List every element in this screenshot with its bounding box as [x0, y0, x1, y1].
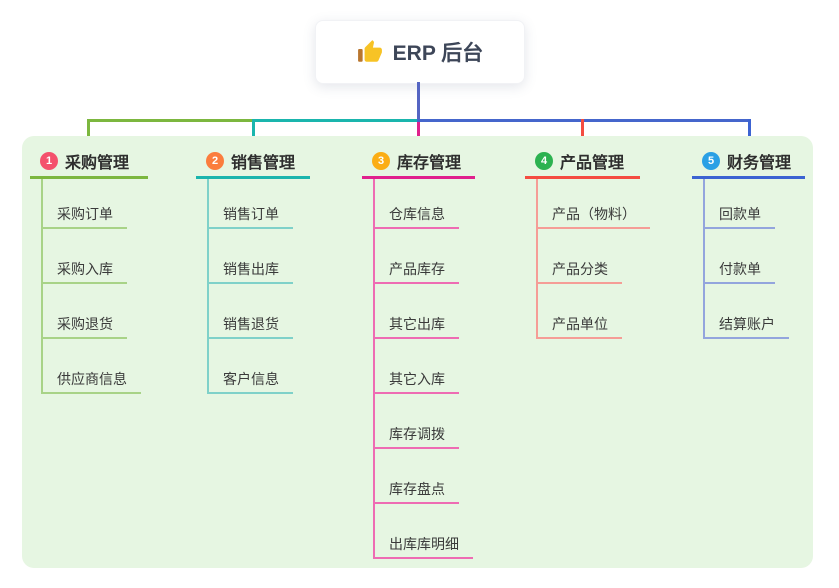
child-node[interactable]: 采购入库	[41, 255, 127, 284]
branch-spine	[207, 179, 209, 394]
branch-sales: 2 销售管理 销售订单销售出库销售退货客户信息	[196, 146, 310, 394]
branch-number-badge: 2	[206, 152, 224, 170]
child-node[interactable]: 仓库信息	[373, 200, 459, 229]
child-node[interactable]: 产品（物料）	[536, 200, 650, 229]
branch-inventory: 3 库存管理 仓库信息产品库存其它出库其它入库库存调拨库存盘点出库库明细	[362, 146, 475, 559]
child-node[interactable]: 出库库明细	[373, 530, 473, 559]
branch-purchase: 1 采购管理 采购订单采购入库采购退货供应商信息	[30, 146, 148, 394]
branch-number-badge: 5	[702, 152, 720, 170]
branch-spine	[373, 179, 375, 559]
connector-drop-branch4	[581, 119, 584, 143]
child-node[interactable]: 销售订单	[207, 200, 293, 229]
child-node[interactable]: 库存调拨	[373, 420, 459, 449]
branch-spine	[536, 179, 538, 339]
connector-bus-teal	[252, 119, 419, 122]
connector-bus-blue	[417, 119, 751, 122]
branch-header-product[interactable]: 4 产品管理	[525, 146, 640, 179]
branch-header-inventory[interactable]: 3 库存管理	[362, 146, 475, 179]
branch-label: 销售管理	[231, 155, 296, 172]
child-node[interactable]: 产品分类	[536, 255, 622, 284]
branch-header-sales[interactable]: 2 销售管理	[196, 146, 310, 179]
child-node[interactable]: 其它出库	[373, 310, 459, 339]
branch-spine	[41, 179, 43, 394]
root-node[interactable]: ERP 后台	[315, 20, 525, 84]
child-node[interactable]: 结算账户	[703, 310, 789, 339]
child-node[interactable]: 采购退货	[41, 310, 127, 339]
branch-label: 产品管理	[560, 155, 625, 172]
child-node[interactable]: 客户信息	[207, 365, 293, 394]
branch-label: 财务管理	[727, 155, 792, 172]
connector-root-drop	[417, 82, 420, 120]
connector-drop-branch1	[87, 119, 90, 143]
child-node[interactable]: 销售退货	[207, 310, 293, 339]
branch-number-badge: 4	[535, 152, 553, 170]
child-node[interactable]: 产品库存	[373, 255, 459, 284]
root-label: ERP 后台	[392, 42, 484, 65]
child-node[interactable]: 产品单位	[536, 310, 622, 339]
thumbs-up-icon	[357, 39, 383, 65]
child-node[interactable]: 采购订单	[41, 200, 127, 229]
child-node[interactable]: 库存盘点	[373, 475, 459, 504]
branches-panel	[22, 136, 813, 568]
branch-finance: 5 财务管理 回款单付款单结算账户	[692, 146, 805, 339]
child-node[interactable]: 其它入库	[373, 365, 459, 394]
branch-number-badge: 3	[372, 152, 390, 170]
child-node[interactable]: 销售出库	[207, 255, 293, 284]
branch-header-purchase[interactable]: 1 采购管理	[30, 146, 148, 179]
child-node[interactable]: 付款单	[703, 255, 775, 284]
branch-product: 4 产品管理 产品（物料） 产品分类产品单位	[525, 146, 650, 339]
connector-drop-branch5	[748, 119, 751, 143]
child-node[interactable]: 回款单	[703, 200, 775, 229]
branch-label: 库存管理	[397, 155, 462, 172]
connector-drop-branch3	[417, 122, 420, 143]
child-node[interactable]: 供应商信息	[41, 365, 141, 394]
connector-bus-green	[87, 119, 254, 122]
branch-header-finance[interactable]: 5 财务管理	[692, 146, 805, 179]
connector-drop-branch2	[252, 119, 255, 143]
branch-number-badge: 1	[40, 152, 58, 170]
branch-label: 采购管理	[65, 155, 130, 172]
branch-spine	[703, 179, 705, 339]
